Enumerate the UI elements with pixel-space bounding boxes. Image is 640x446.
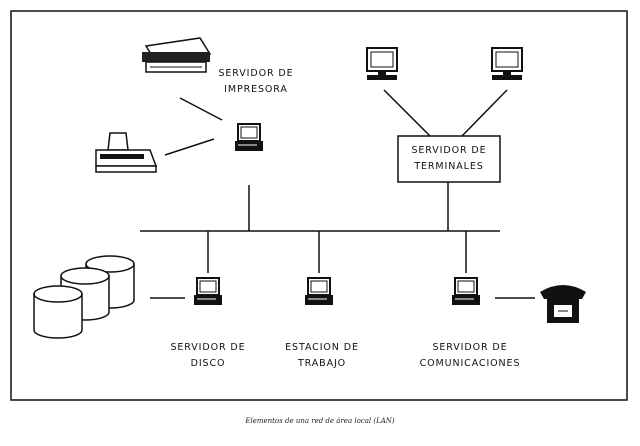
telephone-icon [540,285,586,323]
desktop-computer-icon [234,123,264,152]
printer-icon [142,37,212,73]
figure-caption: Elementos de una red de área local (LAN) [245,417,395,425]
monitor-icon [491,47,523,81]
terminal-server-label: SERVIDOR DE TERMINALES [411,145,487,172]
desktop-computer-icon [451,277,481,306]
desktop-computer-icon [193,277,223,306]
workstation-label: ESTACION DE TRABAJO [285,342,359,369]
disk-server-label: SERVIDOR DE DISCO [170,342,246,369]
print-server-label: SERVIDOR DE IMPRESORA [218,68,294,95]
disk-storage-icon [33,255,135,339]
printer-icon [95,132,158,173]
desktop-computer-icon [304,277,334,306]
communications-server-label: SERVIDOR DE COMUNICACIONES [419,342,521,369]
terminal-server-box [397,135,501,183]
monitor-icon [366,47,398,81]
